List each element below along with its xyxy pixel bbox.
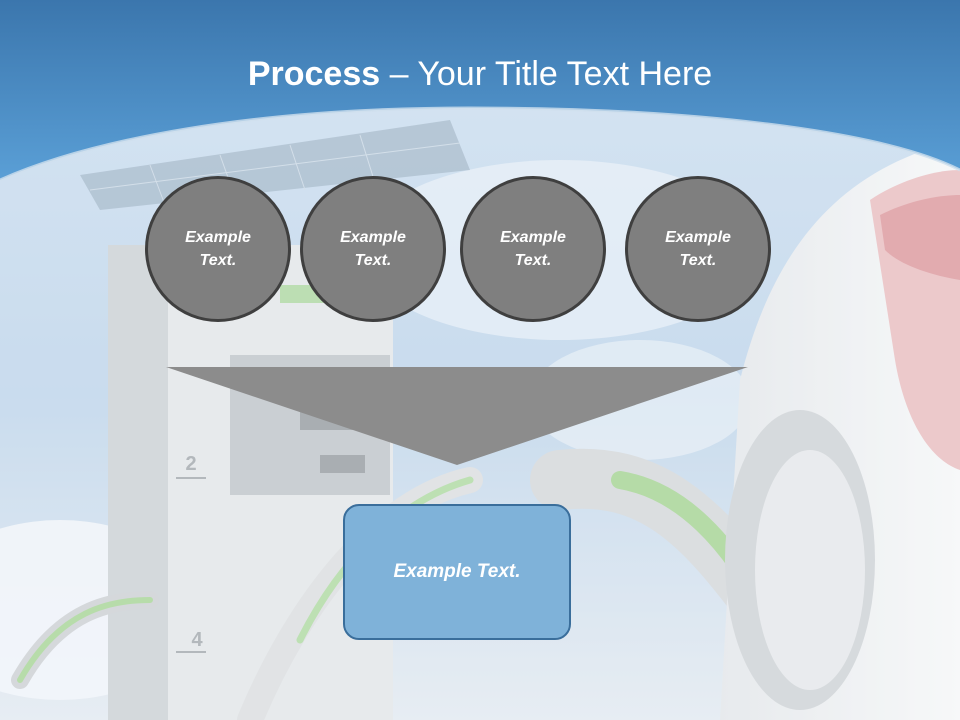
header-band [0,0,960,180]
result-box: Example Text. [343,504,571,640]
process-step-label: Example Text. [665,229,731,269]
title-bold: Process [247,55,381,93]
process-step-2: Example Text. [300,176,446,322]
car [720,140,960,720]
result-label: Example Text. [393,561,521,582]
charger-number-4: 4 [191,629,203,651]
title-rest: Your Title Text Here [417,55,713,93]
process-step-3: Example Text. [460,176,606,322]
process-step-4: Example Text. [625,176,771,322]
process-step-label: Example Text. [500,229,566,269]
charging-station: 2 4 [108,245,393,720]
process-step-label: Example Text. [340,229,406,269]
title-dash: – [380,55,418,93]
page-title: Process – Your Title Text Here [0,52,960,96]
funnel-arrow [166,367,748,465]
process-step-1: Example Text. [145,176,291,322]
process-step-label: Example Text. [185,229,251,269]
charger-number-2: 2 [185,453,196,475]
